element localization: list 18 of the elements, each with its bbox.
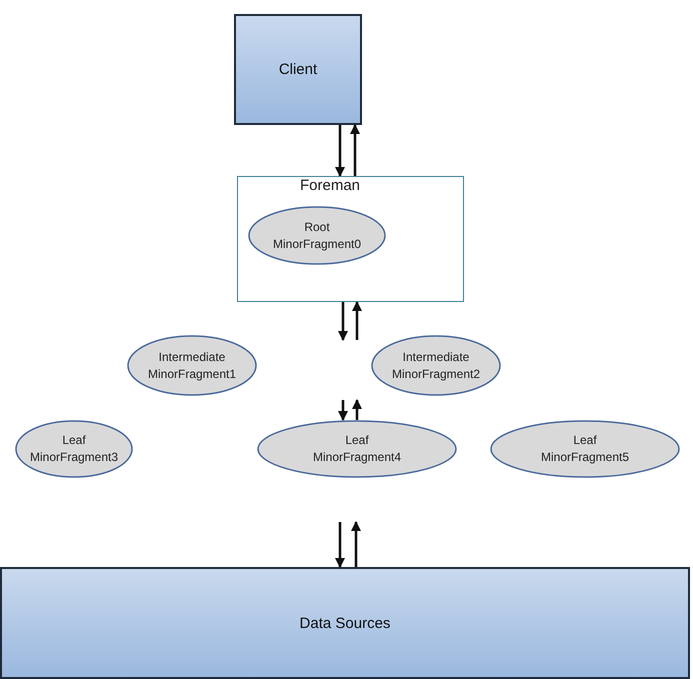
arrow [335,125,345,177]
client-box: Client [234,14,362,125]
arrow [338,400,348,421]
fragment-ellipse: Leaf MinorFragment5 [490,420,680,478]
fragment-ellipse: Leaf MinorFragment4 [257,420,457,478]
arrow [351,521,361,567]
fragment-ellipse: Intermediate MinorFragment2 [371,335,501,396]
foreman-frame [237,176,464,302]
fragment-ellipse: Root MinorFragment0 [248,206,386,265]
arrow [335,522,345,568]
fragment-ellipse: Intermediate MinorFragment1 [127,335,257,396]
frame-title: Foreman [300,177,360,194]
arrow [352,301,362,340]
arrow [350,124,360,176]
fragment-ellipse: Leaf MinorFragment3 [15,420,133,478]
arrow [338,302,348,341]
data-sources-box: Data Sources [0,567,690,679]
arrow [352,399,362,420]
